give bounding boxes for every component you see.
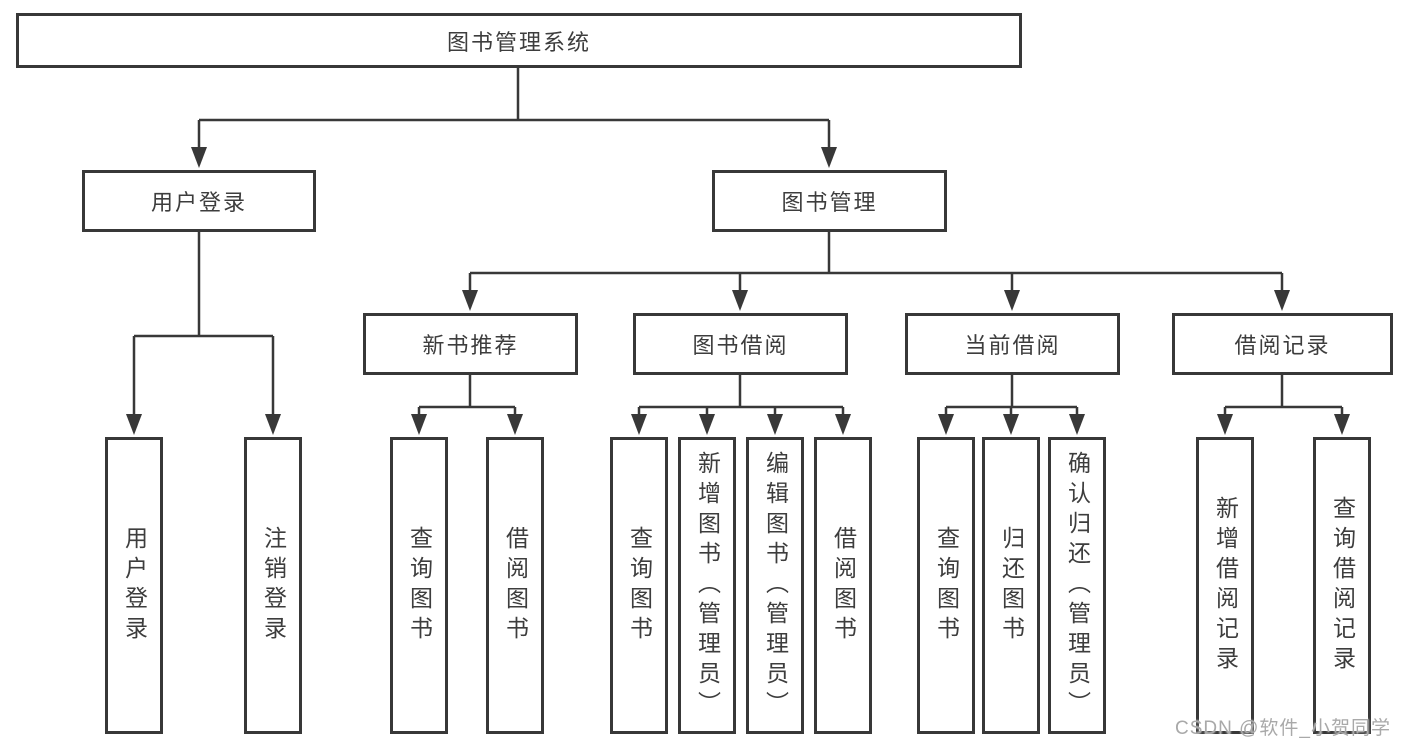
arrow-down-icon <box>835 414 851 435</box>
leaf-user-login: 用户登录 <box>105 437 163 734</box>
node-borrowing-records: 借阅记录 <box>1172 313 1393 375</box>
leaf-add-borrow-record: 新增借阅记录 <box>1196 437 1254 734</box>
leaf-borrow-books-recommend: 借阅图书 <box>486 437 544 734</box>
node-current-borrowing: 当前借阅 <box>905 313 1120 375</box>
leaf-query-books-current: 查询图书 <box>917 437 975 734</box>
arrow-down-icon <box>265 414 281 435</box>
arrow-down-icon <box>191 147 207 168</box>
arrow-down-icon <box>767 414 783 435</box>
arrow-down-icon <box>938 414 954 435</box>
arrow-down-icon <box>1069 414 1085 435</box>
arrow-down-icon <box>507 414 523 435</box>
leaf-logout-login: 注销登录 <box>244 437 302 734</box>
arrow-down-icon <box>411 414 427 435</box>
leaf-confirm-return-admin: 确认归还（管理员） <box>1048 437 1106 734</box>
leaf-edit-book-admin: 编辑图书（管理员） <box>746 437 804 734</box>
leaf-borrow-books-borrowing: 借阅图书 <box>814 437 872 734</box>
leaf-return-book: 归还图书 <box>982 437 1040 734</box>
arrow-down-icon <box>1334 414 1350 435</box>
arrow-down-icon <box>1003 414 1019 435</box>
node-root: 图书管理系统 <box>16 13 1022 68</box>
arrow-down-icon <box>1274 290 1290 311</box>
arrow-down-icon <box>699 414 715 435</box>
node-user-login: 用户登录 <box>82 170 316 232</box>
node-book-management: 图书管理 <box>712 170 947 232</box>
arrow-down-icon <box>732 290 748 311</box>
node-book-borrowing: 图书借阅 <box>633 313 848 375</box>
leaf-add-book-admin: 新增图书（管理员） <box>678 437 736 734</box>
arrow-down-icon <box>126 414 142 435</box>
leaf-query-books-recommend: 查询图书 <box>390 437 448 734</box>
arrow-down-icon <box>462 290 478 311</box>
node-new-book-recommendation: 新书推荐 <box>363 313 578 375</box>
arrow-down-icon <box>631 414 647 435</box>
leaf-query-books-borrowing: 查询图书 <box>610 437 668 734</box>
arrow-down-icon <box>1004 290 1020 311</box>
arrow-down-icon <box>821 147 837 168</box>
arrow-down-icon <box>1217 414 1233 435</box>
watermark: CSDN @软件_小贺同学 <box>1175 718 1391 739</box>
leaf-query-borrow-record: 查询借阅记录 <box>1313 437 1371 734</box>
